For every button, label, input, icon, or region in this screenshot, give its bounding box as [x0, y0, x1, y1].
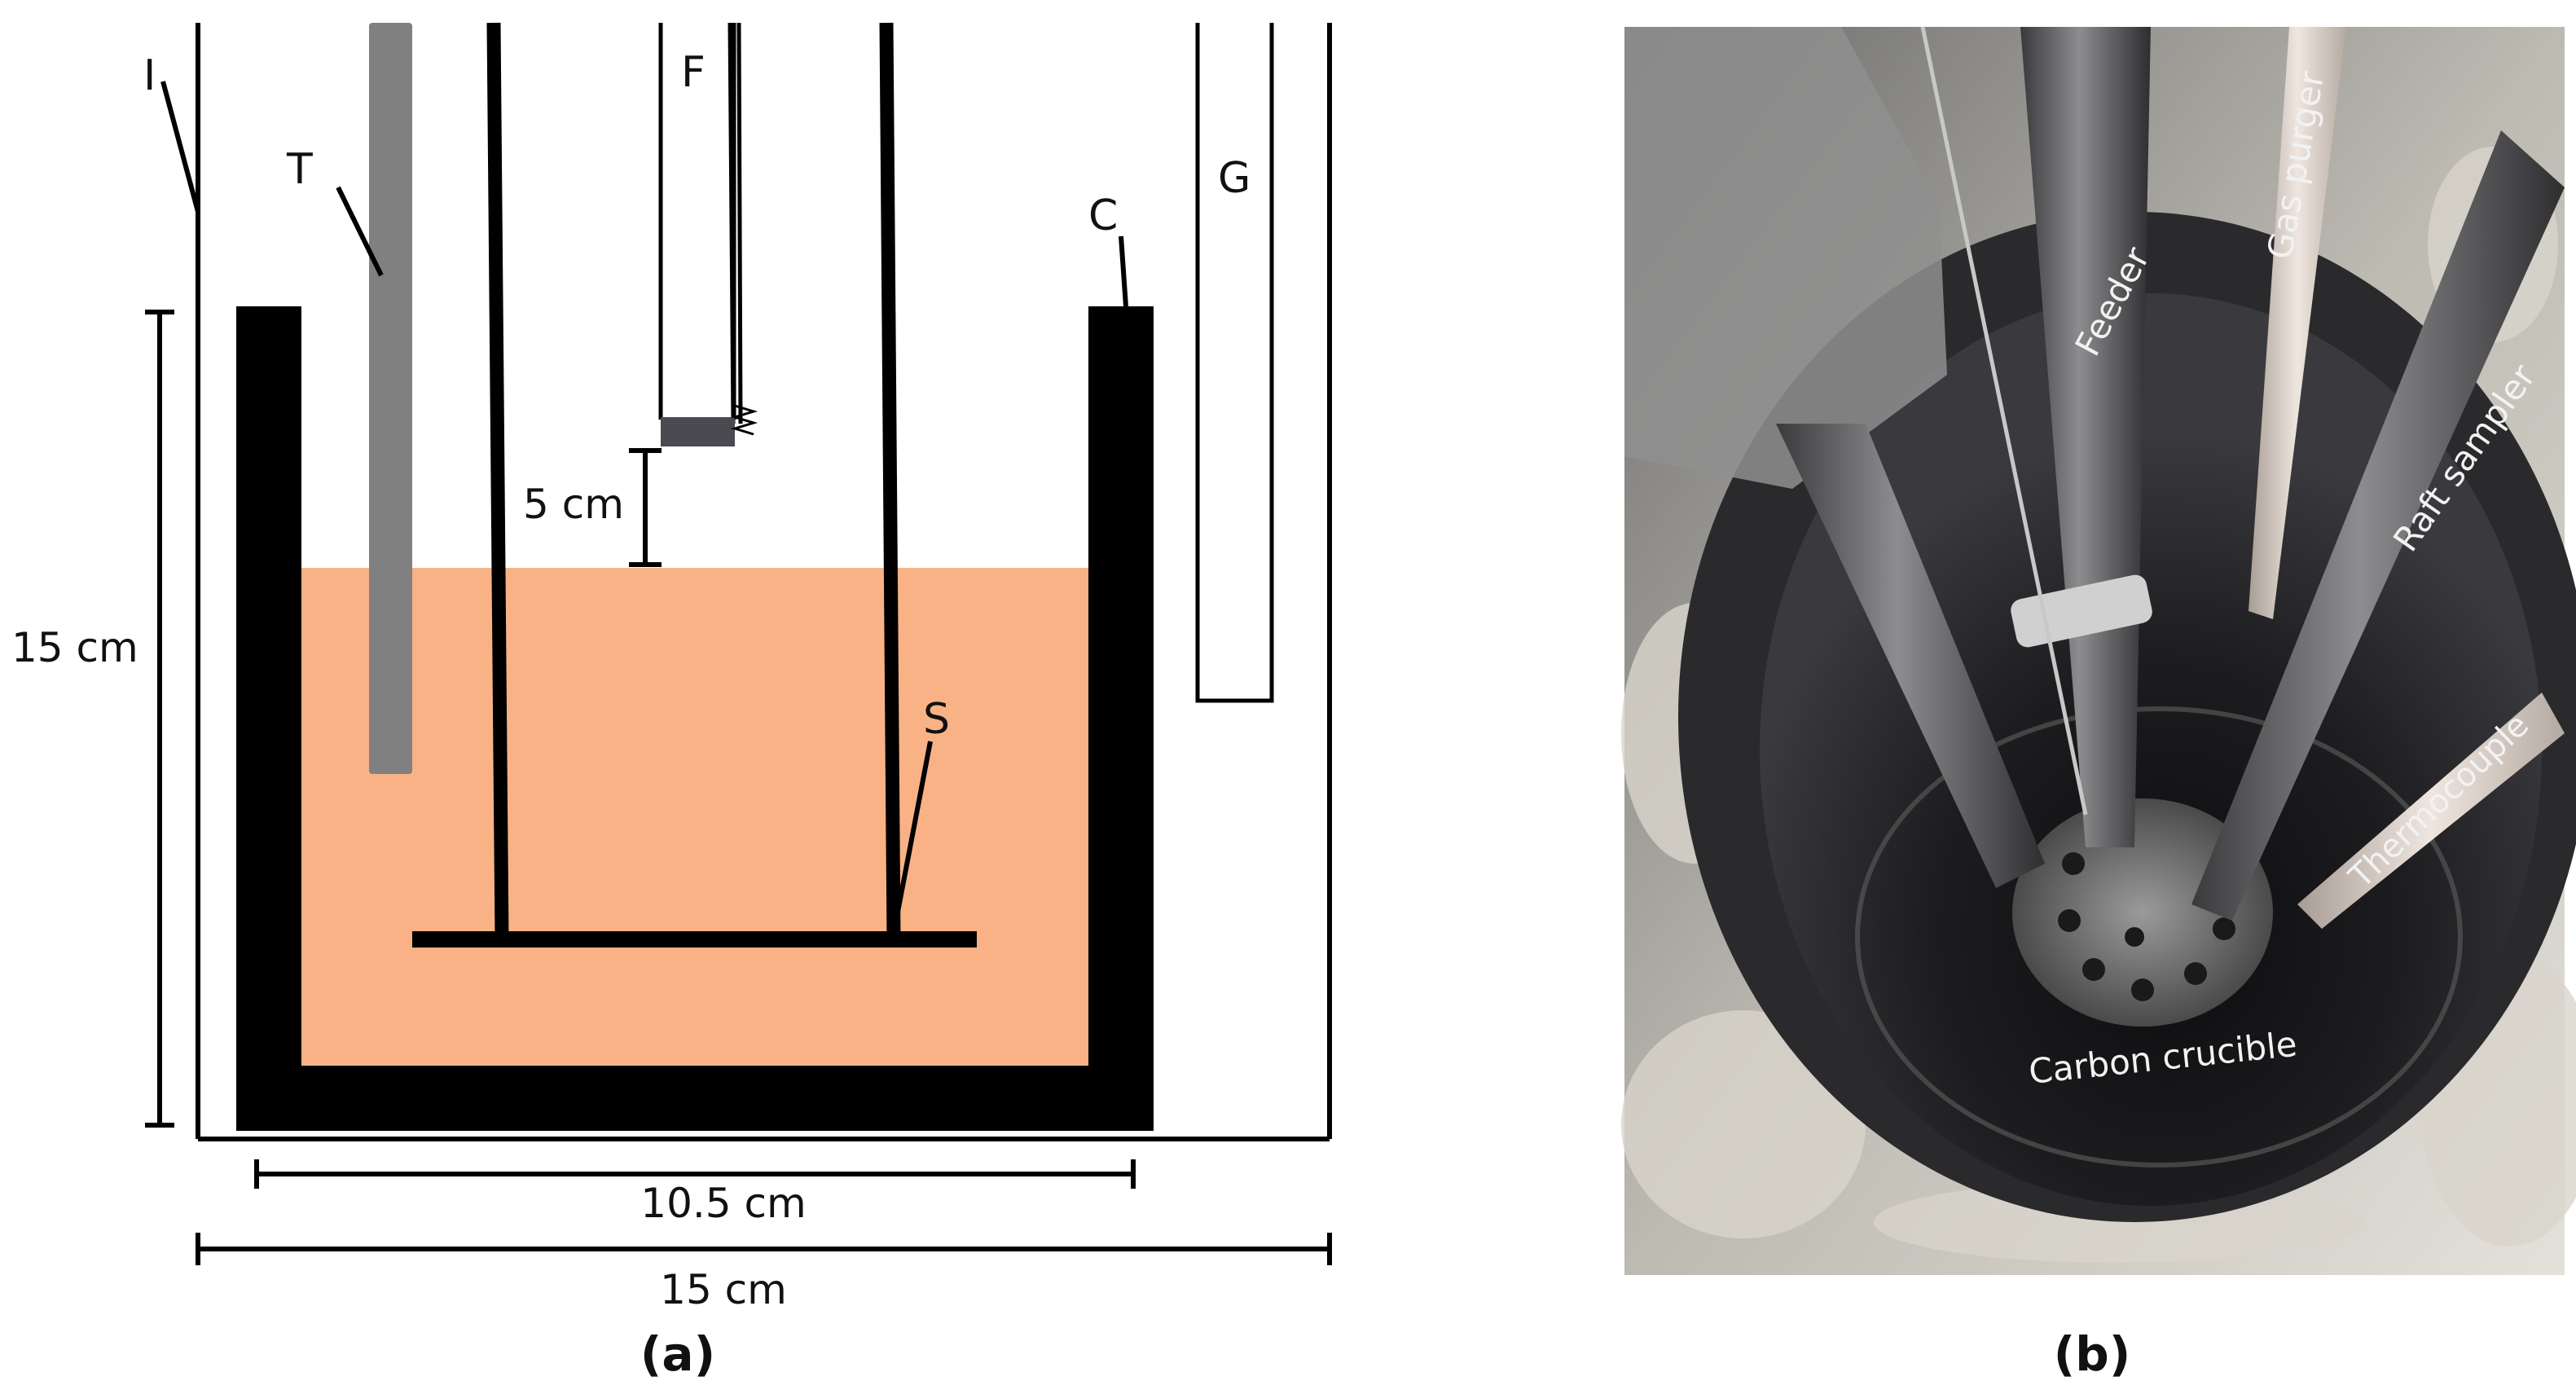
label-sampler: S [923, 695, 950, 744]
melt-region [301, 568, 1088, 1066]
gas-purger-rod [2249, 27, 2346, 619]
label-insulation: I [143, 51, 156, 100]
thermocouple-rod-photo [2297, 693, 2565, 929]
feeder-tube [658, 22, 743, 424]
leader-insulation [160, 81, 200, 213]
panel-a-schematic: I T F G C S 15 cm 5 cm 10.5 cm 15 cm (a) [11, 22, 1332, 1382]
feeder-rod [2020, 27, 2151, 847]
sampler-crossbar [412, 931, 977, 948]
label-thermocouple: T [286, 145, 313, 194]
leader-thermocouple [336, 186, 384, 277]
feeder-wire-coil [730, 404, 758, 436]
feeder-tip [661, 417, 735, 446]
sampler-assembly [486, 22, 901, 939]
leader-crucible [1119, 235, 1128, 307]
panel-b-photo: Feeder Gas purger Raft sampler Thermocou… [1621, 26, 2576, 1382]
outer-width-dimension-label: 15 cm [660, 1266, 787, 1313]
label-crucible: C [1088, 191, 1118, 240]
gap-dimension-label: 5 cm [523, 481, 624, 528]
rod-left [1776, 424, 2045, 888]
leader-sampler [892, 741, 933, 930]
label-gas-purger: G [1218, 154, 1251, 203]
caption-a: (a) [640, 1326, 715, 1382]
leader-lines [160, 81, 1128, 930]
thermocouple-rod [369, 23, 412, 774]
crucible-ledge [1855, 706, 2463, 1168]
label-feeder: F [681, 48, 706, 97]
feeder-wire-photo [1920, 26, 2088, 816]
height-dimension-label: 15 cm [11, 624, 138, 671]
inner-width-dimension-label: 10.5 cm [640, 1180, 806, 1227]
clamp-assembly [1624, 27, 1947, 489]
caption-b: (b) [2054, 1326, 2131, 1382]
gas-purger-tube [1195, 23, 1274, 703]
dimension-lines [145, 310, 1332, 1265]
raft-sampler-rod [2191, 130, 2565, 921]
